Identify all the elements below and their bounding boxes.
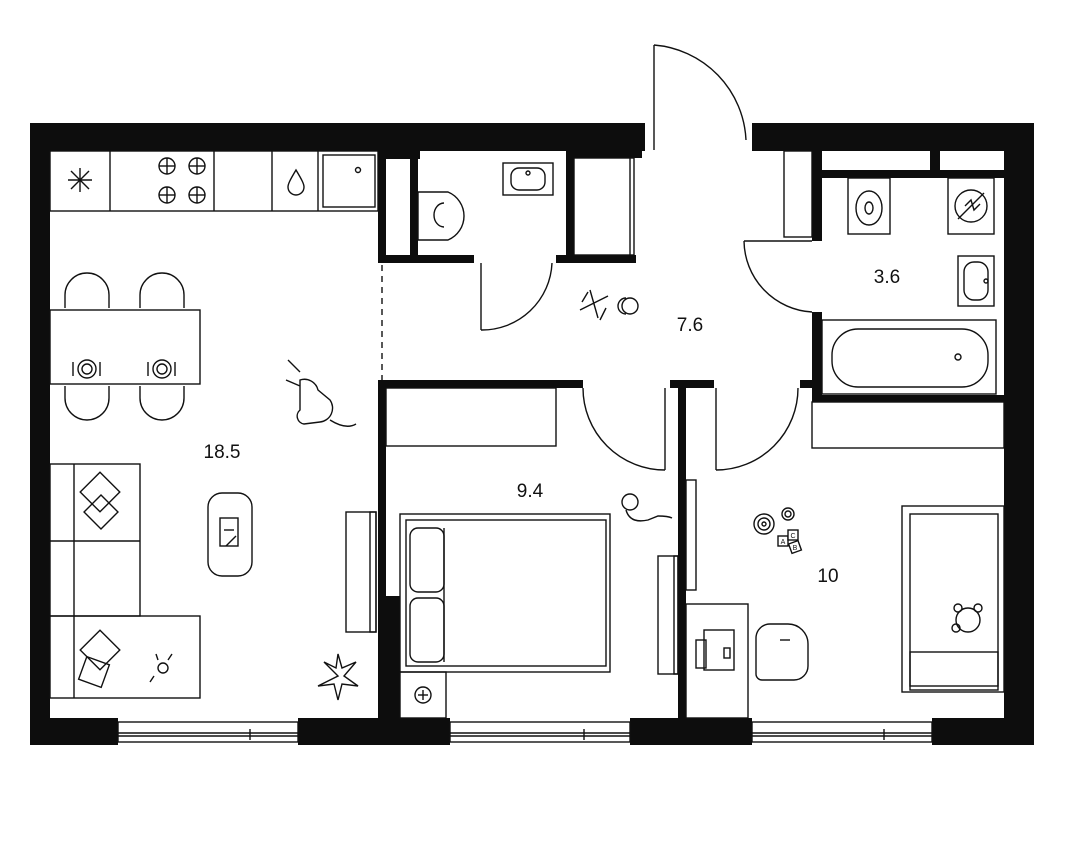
kids-room-door [715, 387, 799, 471]
toy-ball [617, 297, 639, 315]
coffee-table [207, 492, 253, 577]
kids-wardrobe [811, 401, 1005, 449]
bathroom-sink [957, 255, 995, 307]
area-kids-room: 10 [817, 566, 838, 587]
tv-bedroom [657, 555, 679, 675]
entrance-door [653, 44, 747, 150]
plant [317, 653, 359, 701]
wc-sink [502, 162, 554, 196]
bedroom-door [582, 387, 666, 471]
bathroom-cabinet [783, 150, 813, 238]
toy-target [753, 507, 795, 535]
desk-chair [755, 623, 809, 681]
hallway-wardrobe [573, 157, 635, 256]
single-bed [901, 505, 1005, 693]
area-living-kitchen: 18.5 [204, 442, 241, 463]
abc-blocks-icon: A C B [777, 529, 803, 555]
bathroom-toilet [847, 177, 891, 235]
bathtub [821, 319, 997, 395]
area-bathroom: 3.6 [874, 267, 900, 288]
kitchen-counter [49, 150, 379, 212]
cat-living [285, 359, 357, 427]
window-bedroom [449, 721, 631, 743]
bathroom-door [743, 240, 813, 313]
toy-bear [951, 603, 983, 633]
window-living [117, 721, 299, 743]
double-bed [399, 513, 611, 673]
kids-tv [685, 479, 697, 591]
water-drop-icon [287, 168, 305, 196]
window-kids [751, 721, 933, 743]
bedroom-wardrobe [385, 387, 557, 447]
windows [117, 721, 933, 743]
walls [30, 123, 1034, 745]
block-a: A [781, 539, 786, 546]
toilet-door [480, 262, 553, 331]
nightstand [399, 671, 447, 719]
area-bedroom: 9.4 [517, 481, 544, 502]
toy-plane [579, 289, 609, 321]
desk [685, 603, 749, 719]
doors [381, 44, 813, 471]
toilet-wc [417, 191, 465, 241]
area-hallway: 7.6 [677, 315, 703, 336]
snowflake-icon [68, 168, 92, 192]
boiler-icon [947, 177, 995, 235]
cat-bedroom [621, 493, 673, 522]
sofa [49, 463, 201, 699]
block-b: B [793, 545, 798, 552]
dining-table [49, 272, 201, 421]
toy-bunny [149, 653, 173, 683]
tv-living [345, 511, 377, 633]
stove-burners-icon [158, 157, 206, 204]
block-c: C [790, 533, 795, 540]
